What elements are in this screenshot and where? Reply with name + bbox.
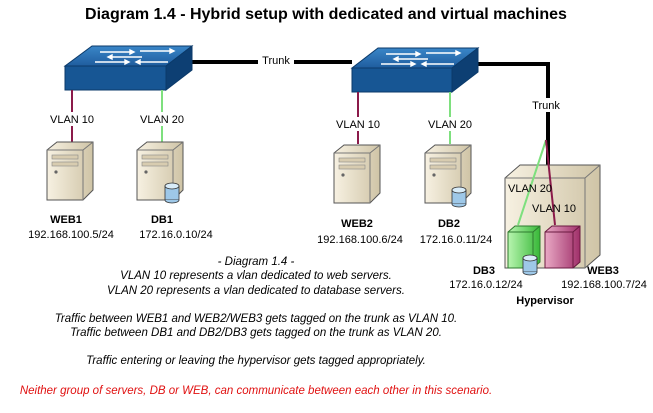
vlan10-label-left: VLAN 10 xyxy=(50,114,94,126)
web3-name: WEB3 xyxy=(587,265,619,277)
trunk-label-top: Trunk xyxy=(262,55,290,67)
note-vlan20: VLAN 20 represents a vlan dedicated to d… xyxy=(107,285,405,297)
web1-server-icon xyxy=(46,141,94,201)
switch-left xyxy=(63,44,194,92)
note-vlan10: VLAN 10 represents a vlan dedicated to w… xyxy=(120,270,392,282)
vlan20-label-right: VLAN 20 xyxy=(428,119,472,131)
web1-ip: 192.168.100.5/24 xyxy=(28,229,114,241)
diagram-title: Diagram 1.4 - Hybrid setup with dedicate… xyxy=(85,6,567,23)
vlan10-label-right: VLAN 10 xyxy=(336,119,380,131)
note-hypervisor: Traffic entering or leaving the hypervis… xyxy=(86,355,426,367)
web3-vm-icon xyxy=(544,225,581,269)
switch-right xyxy=(350,46,480,94)
trunk-link-right xyxy=(478,62,550,176)
vlan20-label-hypervisor: VLAN 20 xyxy=(508,183,552,195)
db2-database-icon xyxy=(451,186,467,208)
web2-ip: 192.168.100.6/24 xyxy=(317,234,403,246)
db3-ip: 172.16.0.12/24 xyxy=(449,279,522,291)
db3-name: DB3 xyxy=(473,265,495,277)
note-diagram-caption: - Diagram 1.4 - xyxy=(218,256,295,268)
trunk-label-right: Trunk xyxy=(532,100,560,112)
trunk-label-bg xyxy=(258,53,294,67)
note-db-traffic: Traffic between DB1 and DB2/DB3 gets tag… xyxy=(70,327,442,339)
vlan20-label-left: VLAN 20 xyxy=(140,114,184,126)
vlan10-link-web3 xyxy=(545,139,556,226)
hypervisor-label: Hypervisor xyxy=(516,295,574,307)
db2-ip: 172.16.0.11/24 xyxy=(420,234,493,246)
web1-name: WEB1 xyxy=(50,214,82,226)
trunk-right-label-bg xyxy=(527,98,565,112)
db1-name: DB1 xyxy=(151,214,173,226)
note-web-traffic: Traffic between WEB1 and WEB2/WEB3 gets … xyxy=(55,313,458,325)
db2-name: DB2 xyxy=(438,218,460,230)
web3-ip: 192.168.100.7/24 xyxy=(561,279,647,291)
web2-name: WEB2 xyxy=(341,218,373,230)
vlan20-link-db3 xyxy=(517,139,547,226)
web2-server-icon xyxy=(333,144,381,204)
db1-database-icon xyxy=(164,182,180,204)
db1-ip: 172.16.0.10/24 xyxy=(139,229,212,241)
vlan10-label-hypervisor: VLAN 10 xyxy=(532,203,576,215)
warning-note: Neither group of servers, DB or WEB, can… xyxy=(20,385,492,397)
db3-database-icon xyxy=(522,254,538,276)
